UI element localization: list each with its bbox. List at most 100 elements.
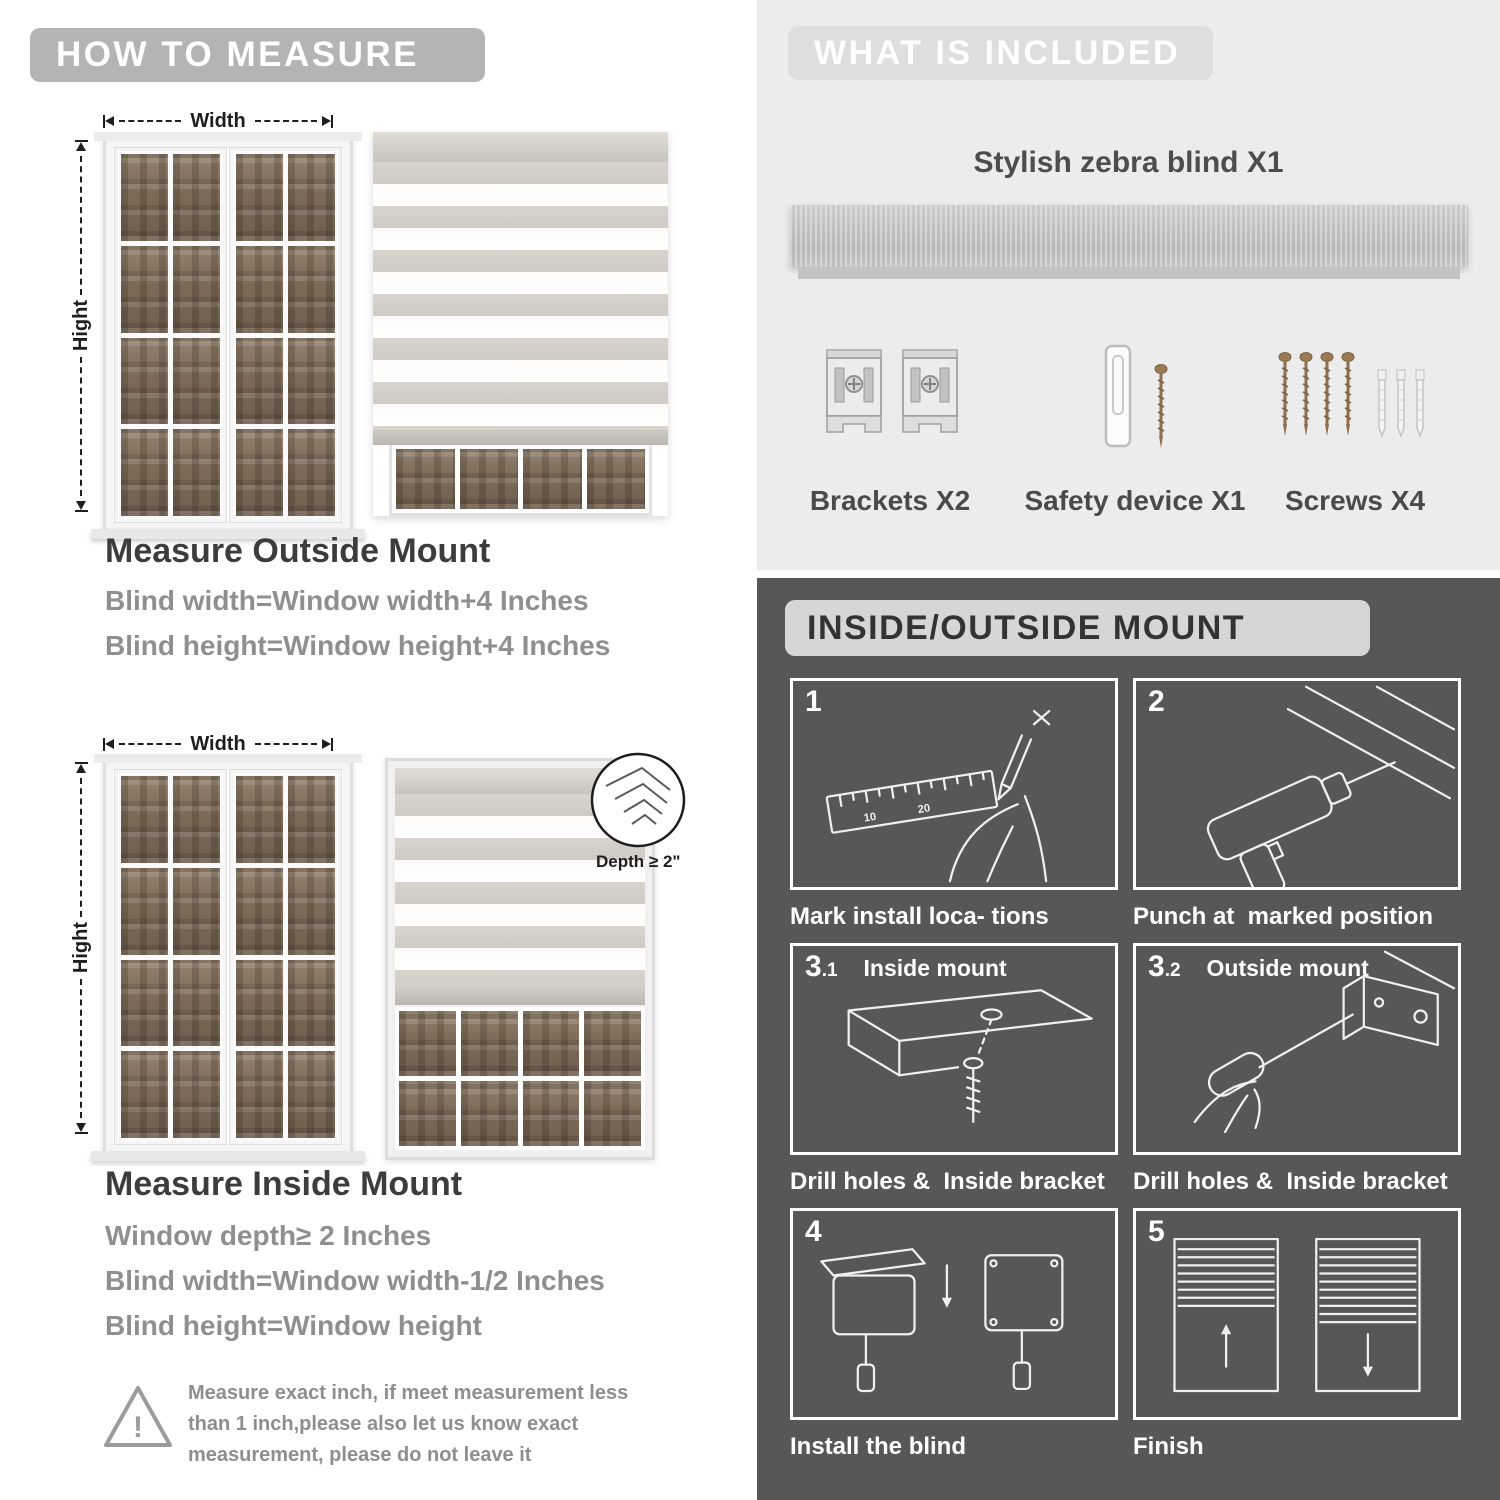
how-to-measure-section: HOW TO MEASURE Width Hight (0, 0, 740, 1500)
step-number-main: 4 (805, 1215, 822, 1248)
window-pane (121, 1051, 168, 1138)
width-measure-inside: Width (103, 733, 334, 755)
headrail-lip (798, 267, 1460, 279)
wall-anchor-icon (1415, 369, 1425, 439)
window-pane (460, 1010, 518, 1076)
warning-triangle-icon: ! (104, 1386, 172, 1447)
height-label: Hight (69, 300, 92, 352)
svg-text:20: 20 (917, 802, 931, 816)
window-pane (236, 429, 283, 516)
window-pane (173, 245, 220, 333)
section-header-how-to-measure: HOW TO MEASURE (30, 28, 485, 82)
arrow-up-icon (76, 142, 86, 151)
measure-dash (119, 743, 182, 745)
step-inner-label: Inside mount (863, 955, 1007, 981)
window-pane (236, 1051, 283, 1138)
window-photo-outside (91, 132, 365, 539)
step-inner-label: Outside mount (1206, 955, 1369, 981)
window-sashes (113, 769, 343, 1145)
window-pane (236, 867, 283, 955)
blind-zebra-stripes (373, 162, 668, 430)
measurement-note: Measure exact inch, if meet measurement … (188, 1382, 629, 1466)
window-pane (236, 776, 283, 863)
arrow-left-icon (105, 116, 114, 126)
step-number: 2 (1148, 685, 1191, 719)
blind-headrail-illustration (790, 205, 1468, 279)
window-pane (121, 337, 168, 425)
safety-device-label: Safety device X1 (1024, 485, 1246, 516)
step-panel: 2 (1133, 678, 1461, 890)
window-pane (459, 449, 518, 509)
section-header-what-is-included: WHAT IS INCLUDED (788, 26, 1213, 80)
outside-mount-heading: Measure Outside Mount (105, 532, 491, 570)
step-caption: Punch at marked position (1133, 903, 1434, 930)
step-panel: 10 20 1 (790, 678, 1118, 890)
step-number-sub: .1 (821, 960, 838, 981)
step-1: 10 20 1 Mark install loca- tions (790, 678, 1118, 931)
safety-device-group (1098, 342, 1168, 452)
safety-device-icon (1104, 344, 1132, 448)
window-pane (121, 245, 168, 333)
brackets-label: Brackets X2 (809, 485, 971, 516)
height-measure-inside: Hight (70, 762, 92, 1134)
measure-dash (80, 356, 82, 496)
drill-icon (1206, 685, 1456, 887)
height-measure-outside: Hight (70, 140, 92, 512)
window-pane (288, 776, 335, 863)
window-sashes (113, 147, 343, 523)
window-pane (173, 867, 220, 955)
step-caption: Drill holes & Inside bracket (1133, 1168, 1448, 1195)
step-caption: Finish (1133, 1433, 1204, 1460)
step-panel: 5 (1133, 1208, 1461, 1420)
measure-dash (80, 156, 82, 296)
arrow-down-icon (76, 1123, 86, 1132)
measure-dash (254, 120, 318, 122)
bracket-icon (826, 349, 882, 433)
what-is-included-section: WHAT IS INCLUDED Stylish zebra blind X1 (757, 0, 1500, 570)
window-sill (91, 1151, 365, 1161)
measure-tick (74, 762, 88, 764)
window-pane (121, 776, 168, 863)
step-number: 1 (805, 685, 848, 719)
window-pane (460, 1080, 518, 1146)
arrow-up-icon (76, 764, 86, 773)
step-number: 4 (805, 1215, 848, 1249)
measure-dash (80, 978, 82, 1118)
screw-icon (1320, 352, 1334, 436)
svg-text:10: 10 (863, 811, 877, 825)
window-pane (236, 154, 283, 241)
measure-tick (331, 737, 334, 751)
measure-tick (103, 737, 105, 751)
window-pane (396, 449, 455, 509)
window-pane (288, 429, 335, 516)
measure-dash (80, 778, 82, 918)
finish-blinds-icon (1173, 1237, 1421, 1393)
depth-label: Depth ≥ 2" (596, 852, 681, 871)
inside-bracket-screw-icon (847, 989, 1093, 1124)
mark-locations-icon: 10 20 (825, 709, 1051, 883)
wall-anchor-icon (1396, 369, 1406, 439)
measure-tick (103, 114, 105, 128)
zebra-blind-outside-mount (373, 132, 668, 516)
step-number-main: 3 (1148, 950, 1165, 983)
measure-tick (74, 510, 88, 512)
width-measure-outside: Width (103, 109, 334, 132)
step-5: 5 Finish (1133, 1208, 1461, 1461)
window-photo-inside (91, 754, 365, 1161)
width-label: Width (190, 109, 246, 132)
install-blind-icon (820, 1248, 1064, 1393)
inside-mount-rule-2: Blind width=Window width-1/2 Inches (105, 1265, 605, 1296)
inside-mount-rule-3: Blind height=Window height (105, 1310, 482, 1341)
height-label: Hight (69, 922, 92, 974)
screw-icon (1299, 352, 1313, 436)
outside-mount-rule-2: Blind height=Window height+4 Inches (105, 630, 611, 661)
window-pane (173, 429, 220, 516)
blind-bottomrail (395, 989, 645, 1005)
step-number-main: 1 (805, 685, 822, 718)
window-pane (121, 429, 168, 516)
screw-icon (1278, 352, 1292, 436)
